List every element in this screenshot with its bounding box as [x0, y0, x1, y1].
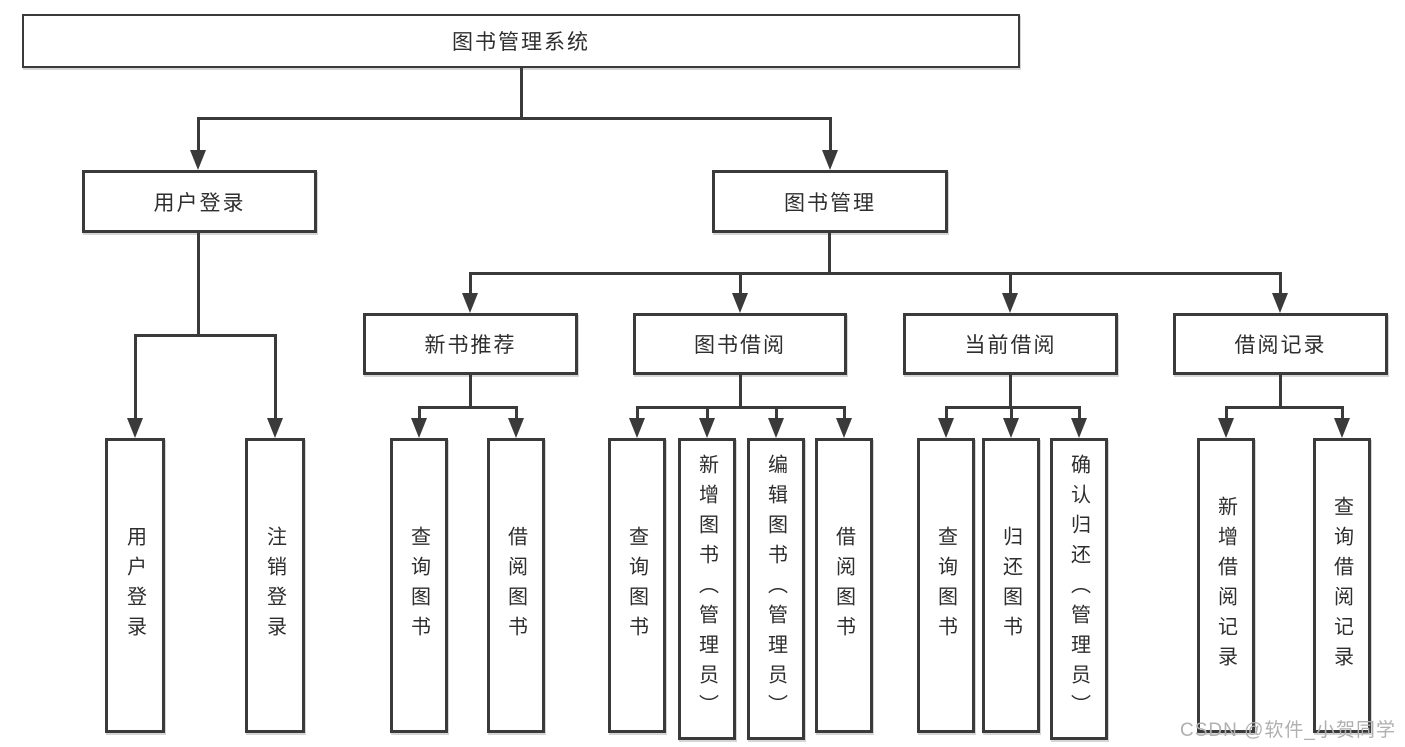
node-book-mgmt-label: 图书管理 — [784, 191, 876, 215]
node-user-login: 用户登录 — [82, 170, 317, 233]
node-root-label: 图书管理系统 — [452, 31, 590, 54]
node-leaf-confirm-return-admin-label: 确认归还（管理员） — [1067, 454, 1090, 724]
arrowhead-new-book-rec — [462, 293, 478, 313]
node-new-book-rec: 新书推荐 — [363, 313, 578, 375]
connector-currentborrow-stem — [1009, 375, 1012, 409]
node-book-borrow: 图书借阅 — [633, 313, 847, 375]
node-leaf-logout-label: 注销登录 — [263, 525, 286, 646]
arrowhead-leaf-add-book — [699, 418, 715, 438]
node-leaf-query-book-2: 查询图书 — [608, 438, 666, 733]
node-leaf-user-login: 用户登录 — [105, 438, 165, 733]
connector-bookborrow-drop-2 — [706, 406, 709, 420]
connector-root-drop-right — [829, 117, 832, 153]
connector-newbookrec-stem — [469, 375, 472, 409]
arrowhead-leaf-query-book-1 — [411, 418, 427, 438]
node-leaf-return-book-label: 归还图书 — [999, 525, 1022, 646]
arrowhead-leaf-user-login — [127, 418, 143, 438]
node-user-login-label: 用户登录 — [153, 191, 246, 215]
arrowhead-leaf-query-record — [1334, 418, 1350, 438]
arrowhead-book-borrow — [732, 293, 748, 313]
connector-newbookrec-rail — [418, 406, 518, 409]
node-leaf-query-book-3: 查询图书 — [917, 438, 975, 733]
arrowhead-leaf-borrow-book-1 — [508, 418, 524, 438]
connector-borrowrecords-drop-2 — [1341, 406, 1344, 420]
csdn-watermark: CSDN @软件_小贺同学 — [1180, 720, 1396, 741]
node-leaf-query-borrow-record: 查询借阅记录 — [1313, 438, 1371, 733]
node-borrow-records-label: 借阅记录 — [1234, 334, 1327, 357]
arrowhead-book-mgmt — [822, 150, 838, 170]
node-leaf-query-book-2-label: 查询图书 — [625, 525, 648, 646]
node-leaf-add-book-admin: 新增图书（管理员） — [678, 438, 736, 740]
node-leaf-borrow-book-2-label: 借阅图书 — [832, 525, 855, 646]
arrowhead-leaf-add-record — [1218, 418, 1234, 438]
node-leaf-query-borrow-record-label: 查询借阅记录 — [1330, 495, 1353, 676]
connector-bookborrow-stem — [739, 375, 742, 409]
node-book-mgmt: 图书管理 — [712, 170, 948, 233]
arrowhead-leaf-query-book-3 — [938, 418, 954, 438]
node-leaf-query-book-3-label: 查询图书 — [934, 525, 957, 646]
connector-userlogin-drop-1 — [134, 334, 137, 420]
connector-bookmgmt-rail — [469, 272, 1281, 275]
node-leaf-borrow-book-1-label: 借阅图书 — [504, 525, 527, 646]
connector-bookmgmt-drop-4 — [1279, 272, 1282, 297]
node-leaf-user-login-label: 用户登录 — [123, 525, 146, 646]
node-leaf-borrow-book-1: 借阅图书 — [487, 438, 545, 733]
connector-newbookrec-drop-1 — [418, 406, 421, 420]
node-leaf-edit-book-admin-label: 编辑图书（管理员） — [764, 454, 787, 724]
arrowhead-leaf-borrow-book-2 — [836, 418, 852, 438]
node-leaf-add-borrow-record: 新增借阅记录 — [1197, 438, 1255, 733]
connector-borrowrecords-drop-1 — [1225, 406, 1228, 420]
arrowhead-borrow-records — [1272, 293, 1288, 313]
connector-root-stem — [520, 68, 523, 119]
connector-bookborrow-drop-3 — [775, 406, 778, 420]
node-new-book-rec-label: 新书推荐 — [424, 334, 517, 357]
node-leaf-edit-book-admin: 编辑图书（管理员） — [747, 438, 805, 740]
node-leaf-borrow-book-2: 借阅图书 — [815, 438, 873, 733]
connector-bookmgmt-stem — [828, 233, 831, 275]
node-leaf-logout: 注销登录 — [245, 438, 305, 733]
node-leaf-return-book: 归还图书 — [982, 438, 1040, 733]
connector-bookmgmt-drop-1 — [469, 272, 472, 297]
connector-userlogin-drop-2 — [274, 334, 277, 420]
node-borrow-records: 借阅记录 — [1173, 313, 1388, 375]
connector-bookborrow-drop-4 — [843, 406, 846, 420]
node-leaf-query-book-1-label: 查询图书 — [407, 525, 430, 646]
connector-bookmgmt-drop-3 — [1009, 272, 1012, 297]
node-current-borrow: 当前借阅 — [903, 313, 1118, 375]
connector-currentborrow-drop-1 — [945, 406, 948, 420]
connector-bookmgmt-drop-2 — [739, 272, 742, 297]
connector-borrowrecords-rail — [1225, 406, 1344, 409]
node-book-borrow-label: 图书借阅 — [694, 334, 786, 357]
connector-root-drop-left — [197, 117, 200, 153]
connector-userlogin-rail — [134, 334, 277, 337]
connector-borrowrecords-stem — [1279, 375, 1282, 409]
connector-bookborrow-rail — [636, 406, 846, 409]
arrowhead-current-borrow — [1002, 293, 1018, 313]
connector-currentborrow-drop-2 — [1010, 406, 1013, 420]
connector-userlogin-stem — [197, 233, 200, 337]
connector-currentborrow-rail — [945, 406, 1081, 409]
arrowhead-leaf-query-book-2 — [629, 418, 645, 438]
node-leaf-add-book-admin-label: 新增图书（管理员） — [695, 454, 718, 724]
connector-root-rail — [197, 117, 832, 120]
node-leaf-add-borrow-record-label: 新增借阅记录 — [1214, 495, 1237, 676]
connector-newbookrec-drop-2 — [515, 406, 518, 420]
node-leaf-confirm-return-admin: 确认归还（管理员） — [1050, 438, 1108, 740]
arrowhead-leaf-logout — [267, 418, 283, 438]
arrowhead-user-login — [190, 150, 206, 170]
node-leaf-query-book-1: 查询图书 — [390, 438, 448, 733]
connector-bookborrow-drop-1 — [636, 406, 639, 420]
arrowhead-leaf-edit-book — [768, 418, 784, 438]
connector-currentborrow-drop-3 — [1078, 406, 1081, 420]
node-root: 图书管理系统 — [22, 14, 1020, 68]
arrowhead-leaf-confirm-return — [1071, 418, 1087, 438]
node-current-borrow-label: 当前借阅 — [964, 334, 1057, 357]
arrowhead-leaf-return-book — [1003, 418, 1019, 438]
